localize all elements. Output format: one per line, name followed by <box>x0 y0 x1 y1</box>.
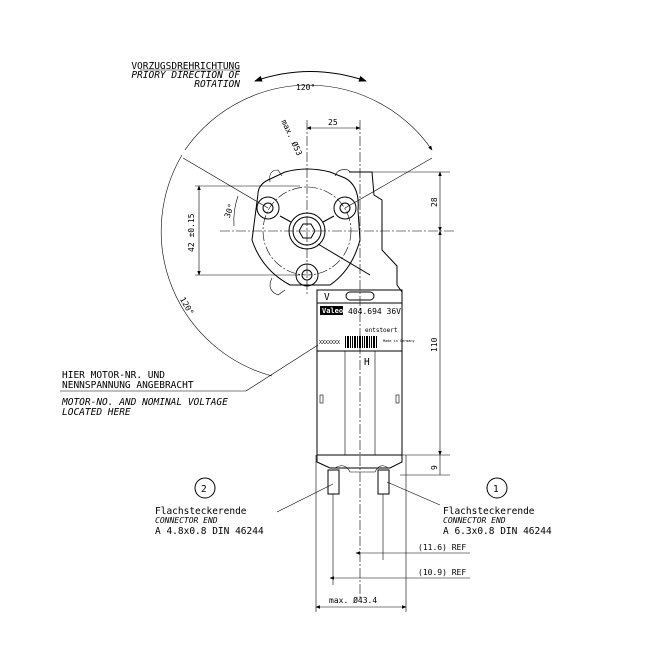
rotation-title-de: VORZUGSDREHRICHTUNG <box>131 61 240 72</box>
connector-1-leader <box>386 481 441 506</box>
angle-top-label: 120° <box>296 83 315 92</box>
ear-top-left <box>269 169 283 183</box>
connector-2-leader <box>276 483 334 513</box>
connector-1-de: Flachsteckerende <box>443 506 535 517</box>
end-cap-contour <box>334 465 389 473</box>
mount-hole-left-inner <box>262 202 274 214</box>
dim-9-label: 9 <box>430 465 439 470</box>
brand-logo-text: Valeo <box>322 307 343 315</box>
spoke-diagonal <box>317 243 371 276</box>
ear-top-right <box>334 169 351 177</box>
hex-shaft <box>298 223 316 239</box>
connector-2-en: CONNECTOR END <box>155 516 218 525</box>
connector-pin-2 <box>327 469 340 495</box>
gear-housing <box>251 168 361 286</box>
motor-note-de-1: HIER MOTOR-NR. UND <box>62 370 165 381</box>
radial-line-right <box>344 157 433 209</box>
mark-v: V <box>324 292 330 303</box>
dim-25-label: 25 <box>328 118 338 127</box>
barcode <box>345 336 377 348</box>
made-in-text: Made in Germany <box>383 339 415 343</box>
connector-2-de: Flachsteckerende <box>155 506 247 517</box>
vent-left <box>319 394 324 404</box>
brush-slot <box>345 291 375 301</box>
connector-2-callout <box>194 477 216 499</box>
end-cap <box>316 445 403 469</box>
motor-note-leader <box>245 344 319 392</box>
angle-30-arc <box>233 195 239 227</box>
output-hub-outer <box>288 212 326 250</box>
bolt-circle <box>262 186 352 276</box>
gearbox-side <box>349 171 403 293</box>
connector-pin-1 <box>377 469 390 495</box>
part-number: 404.694 36V <box>348 307 401 316</box>
brand-logo <box>320 306 343 315</box>
connector-2-spec: A 4.8x0.8 DIN 46244 <box>155 526 264 537</box>
rotation-arrow <box>254 71 367 82</box>
connector-1-spec: A 6.3x0.8 DIN 46244 <box>443 526 552 537</box>
motor-note-en-1: MOTOR-NO. AND NOMINAL VOLTAGE <box>61 397 228 408</box>
motor-note-en-2: LOCATED HERE <box>62 407 131 418</box>
mount-hole-bottom <box>295 263 319 287</box>
vent-right <box>395 394 400 404</box>
max-d53-label: max. Ø53 <box>279 118 304 157</box>
dim-11-6-label: (11.6) REF <box>418 543 466 552</box>
dim-28-label: 28 <box>430 197 439 207</box>
connector-2-number: 2 <box>201 484 207 495</box>
suppressed-text: entstoert <box>365 327 398 334</box>
connector-1-en: CONNECTOR END <box>443 516 506 525</box>
motor-note-de-2: NENNSPANNUNG ANGEBRACHT <box>62 380 194 391</box>
mount-hole-left <box>256 196 280 220</box>
connector-1-callout <box>486 477 508 499</box>
mount-hole-right <box>333 196 357 220</box>
dim-10-9-label: (10.9) REF <box>418 568 466 577</box>
mount-hole-bottom-inner <box>301 269 313 281</box>
spoke-right <box>322 215 335 223</box>
angle-left-label: 120° <box>178 296 195 317</box>
dim-43-4-label: max. Ø43.4 <box>329 595 377 605</box>
swing-arc-top <box>184 84 433 151</box>
motor-body <box>316 289 403 456</box>
swing-arc-left <box>160 154 273 377</box>
spoke-left <box>279 215 292 223</box>
radial-line-left <box>182 157 269 209</box>
rotation-title-en-2: ROTATION <box>194 79 240 90</box>
connector-1-number: 1 <box>493 484 499 495</box>
dim-42-label: 42 ±0.15 <box>187 213 196 252</box>
dim-110-label: 110 <box>430 337 439 352</box>
mark-h: H <box>364 357 370 368</box>
mount-hole-right-inner <box>339 202 351 214</box>
serial-number: XXXXXXX <box>319 340 340 346</box>
output-hub <box>292 216 322 246</box>
rotation-title-en-1: PRIORY DIRECTION OF <box>131 70 240 81</box>
label-plate <box>316 302 403 352</box>
ear-bottom-left <box>269 277 286 296</box>
